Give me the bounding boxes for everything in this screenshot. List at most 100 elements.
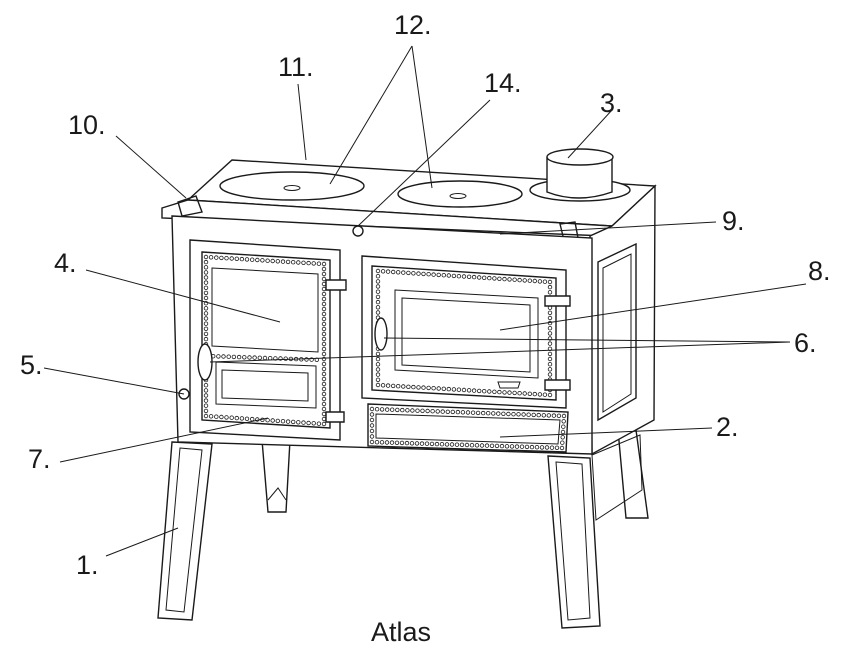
rivet [469,443,475,448]
rivet [275,259,280,264]
rivet [369,406,375,412]
rivet [257,355,262,360]
rivet [474,443,480,448]
rivet [380,269,386,274]
rivet [494,443,500,449]
rivet [516,412,521,417]
rivet [203,403,209,408]
rivet [375,279,381,284]
rivet [244,257,250,262]
rivet [544,445,550,450]
rivet [405,408,410,413]
rivet [249,416,255,422]
rivet [321,296,327,302]
rivet [214,414,219,419]
rivet [291,419,296,425]
rivet [536,412,541,418]
rivet [466,388,472,393]
rivet [547,367,553,372]
rivet [208,414,214,419]
rivet [321,351,327,357]
rivet [321,411,327,417]
rivet [321,361,327,367]
rivet [244,416,250,421]
rivet [466,274,472,279]
rivet [401,270,406,275]
rivet [517,277,522,283]
rivet [424,441,430,446]
rivet [425,408,430,414]
leader-4 [85,269,281,323]
rivet [475,410,481,416]
front-right-leg [547,455,601,629]
rivet [529,444,535,450]
rivet [321,371,327,377]
rivet [385,383,391,388]
rivet [296,420,301,425]
rivet [375,377,381,382]
rivet [311,261,316,266]
label-2: 2. [716,412,739,442]
rivet [404,440,410,446]
rivet [537,279,543,284]
leader-14 [357,99,491,227]
rivet [203,331,209,337]
rivet [375,274,381,279]
rivet [390,407,395,412]
rivet [203,326,209,331]
rivet [203,311,209,316]
rivet [219,414,224,420]
rivet [395,407,400,413]
rivet [375,268,381,274]
rivet [203,285,209,290]
leader-lines [43,45,807,557]
leader-3 [567,109,613,159]
rivet [321,366,327,372]
leader-8 [499,283,807,331]
rivet [481,410,486,416]
label-3: 3. [600,88,623,118]
rivet [406,384,411,389]
rivet [446,273,451,278]
leader-9 [499,221,717,235]
rivet [547,284,553,290]
rivet [321,316,327,322]
label-6: 6. [794,328,817,358]
rivet [547,392,553,398]
rivet [375,284,381,289]
rivet [445,409,450,414]
rivet [203,280,209,285]
rivet [551,413,557,418]
rivet [203,254,209,260]
rivet [434,441,440,447]
rivet [391,269,396,275]
rivet [547,310,553,315]
rivet [216,354,221,359]
rivet [321,331,327,337]
rivet [321,376,327,382]
rivet [491,411,496,416]
rivet [229,415,234,420]
rivet [203,275,209,280]
rivet [234,415,239,421]
rivet [547,356,553,362]
rivet [375,289,381,294]
rivet [489,443,495,448]
rivet [459,442,465,447]
label-9: 9. [722,206,745,236]
rivet [410,408,415,413]
rivet [547,341,553,346]
rivet [406,270,411,276]
rivet [411,384,416,390]
rivet [203,295,209,301]
rivet [559,445,565,451]
leader-6a [209,341,791,363]
rivet [369,439,375,445]
leader-6b [383,337,791,343]
rivet [496,411,501,416]
rivet [546,413,551,418]
rivet [414,441,420,446]
rivet [265,418,270,423]
rivet [375,356,381,362]
rivet [455,409,461,415]
